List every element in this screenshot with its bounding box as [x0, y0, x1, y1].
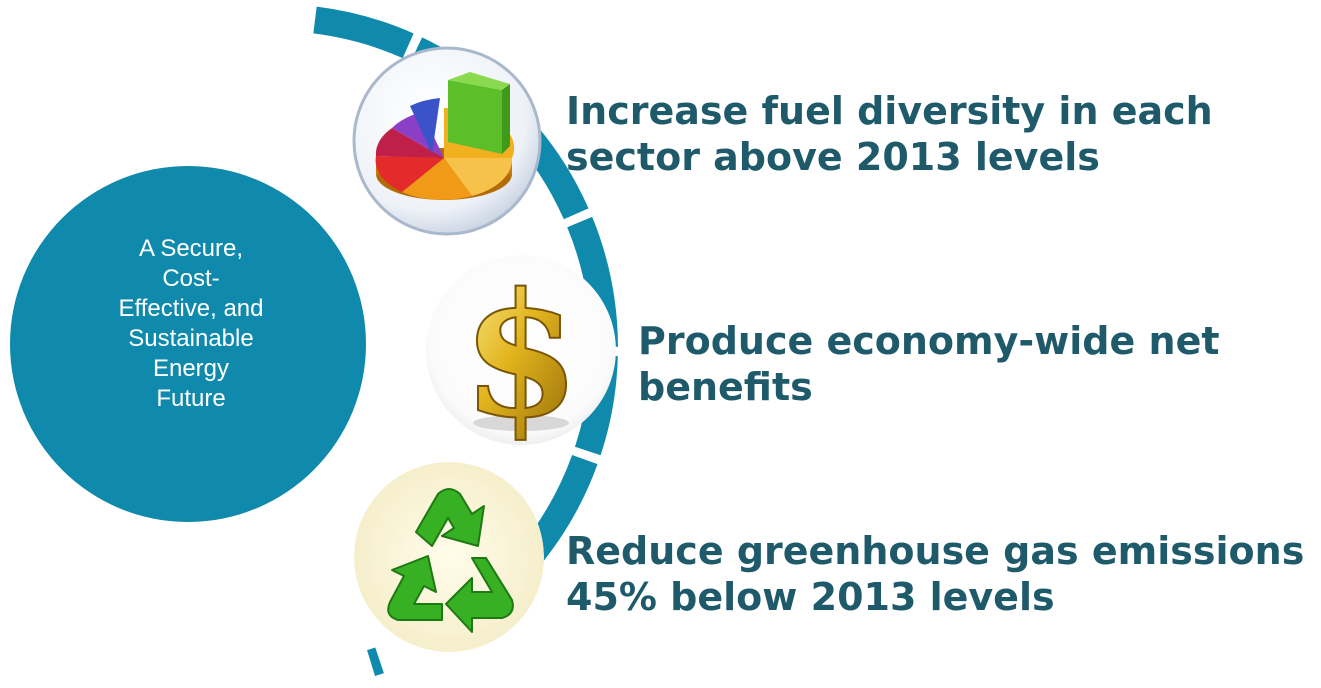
goal-text-emissions: Reduce greenhouse gas emissions 45% belo… [566, 528, 1306, 620]
goal-line: 45% below 2013 levels [566, 575, 1055, 619]
hub-circle-shape [10, 166, 366, 522]
goal-line: Increase fuel diversity in each [566, 89, 1213, 133]
goal-line: Produce economy-wide net [638, 319, 1220, 363]
goal-text-economy: Produce economy-wide net benefits [638, 318, 1298, 410]
goal-node-emissions [354, 462, 544, 652]
goal-line: sector above 2013 levels [566, 135, 1100, 179]
dollar-sign-icon: $ [426, 255, 616, 445]
goal-line: Reduce greenhouse gas emissions [566, 529, 1305, 573]
goal-text-fuel-diversity: Increase fuel diversity in each sector a… [566, 88, 1266, 180]
recycle-icon [354, 462, 544, 652]
goal-node-economy: $ [426, 255, 616, 445]
goal-node-fuel-diversity [352, 46, 542, 236]
pie-chart-icon [352, 46, 542, 236]
goal-line: benefits [638, 365, 813, 409]
svg-text:$: $ [462, 256, 580, 445]
